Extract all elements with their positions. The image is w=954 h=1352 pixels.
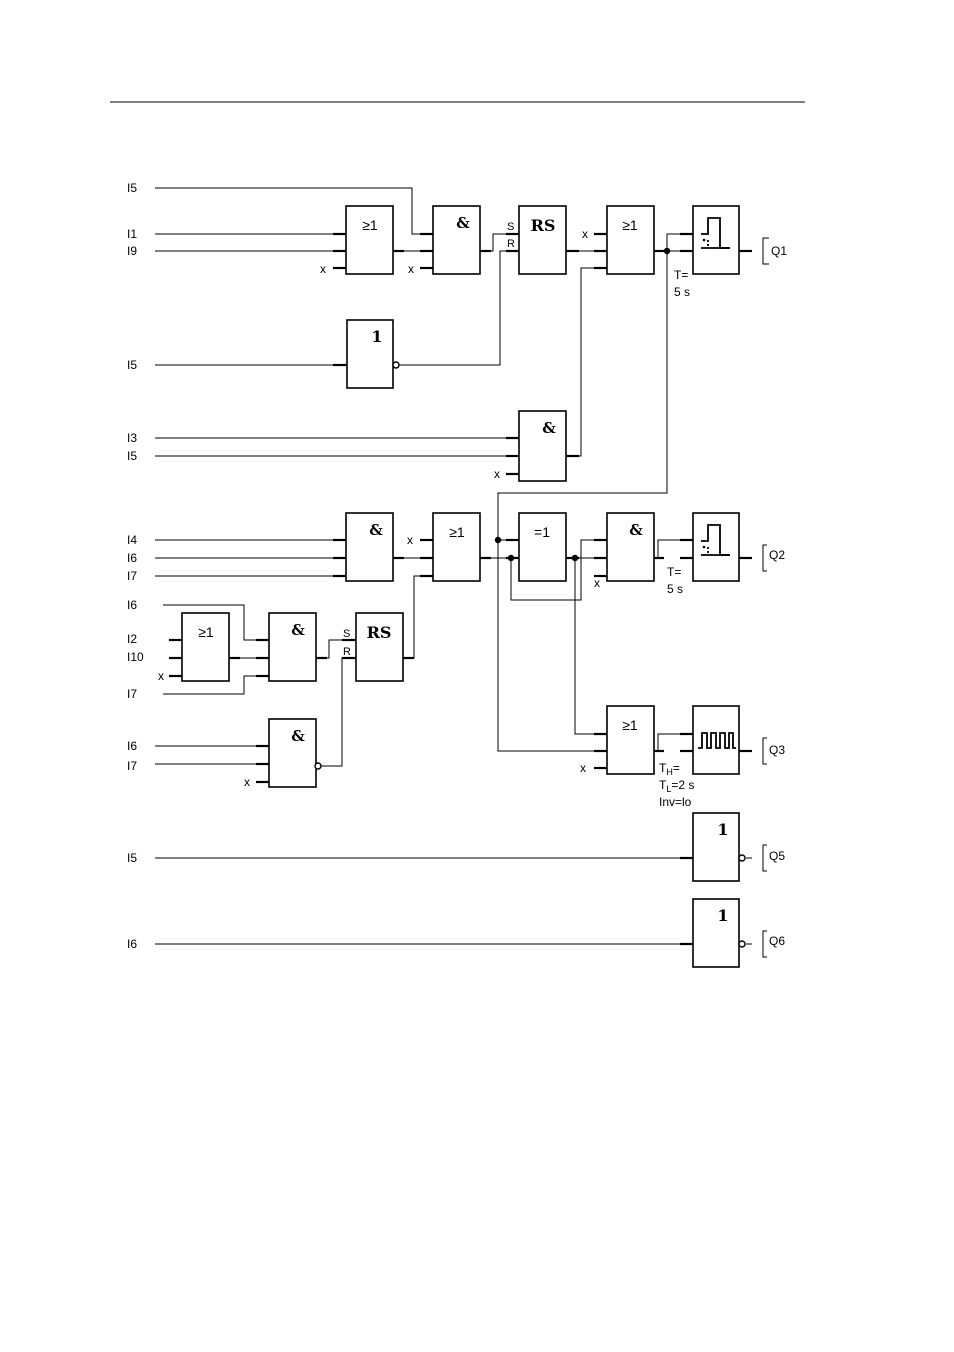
parameters: T= 5 s T= 5 s TH= TL=2 s Inv=lo (659, 268, 694, 809)
or-symbol: ≥1 (198, 624, 214, 640)
not-block-1: 1 (347, 320, 399, 388)
timer2-param-value: 5 s (667, 582, 683, 596)
rs-block-2: RS (356, 613, 403, 681)
unused-input-x: x (408, 262, 414, 276)
input-label-i3: I3 (127, 431, 137, 445)
output-label-q2: Q2 (769, 548, 785, 562)
and-block-3: & (346, 513, 393, 581)
input-label-i5: I5 (127, 358, 137, 372)
unused-input-x: x (320, 262, 326, 276)
output-label-q5: Q5 (769, 849, 785, 863)
unused-input-x: x (580, 761, 586, 775)
unused-input-x: x (582, 227, 588, 241)
unused-input-x: x (244, 775, 250, 789)
negation-circle (739, 941, 745, 947)
not-block-q6: 1 (693, 899, 745, 967)
input-label-i6: I6 (127, 551, 137, 565)
rs-symbol: RS (367, 623, 392, 642)
not-symbol: 1 (717, 906, 728, 925)
input-label-i5: I5 (127, 851, 137, 865)
or-block-3: ≥1 (433, 513, 480, 581)
output-label-q6: Q6 (769, 934, 785, 948)
or-block-2: ≥1 (607, 206, 654, 274)
and-symbol: & (291, 621, 305, 639)
xor-block: =1 (519, 513, 566, 581)
pins (169, 234, 752, 944)
set-pin-label: S (343, 628, 350, 640)
and-symbol: & (369, 521, 383, 539)
input-label-i4: I4 (127, 533, 137, 547)
or-symbol: ≥1 (622, 217, 638, 233)
pulse-param-inv: Inv=lo (659, 795, 692, 809)
or-symbol: ≥1 (449, 524, 465, 540)
unused-input-x: x (594, 576, 600, 590)
input-label-i7: I7 (127, 759, 137, 773)
output-labels: Q1 Q2 Q3 Q5 Q6 (769, 244, 787, 948)
input-label-i1: I1 (127, 227, 137, 241)
input-label-i5: I5 (127, 449, 137, 463)
input-labels: I5 I1 I9 I5 I3 I5 I4 I6 I7 I6 I2 I10 I7 … (127, 181, 144, 951)
and-symbol: & (542, 419, 556, 437)
off-delay-timer-2 (693, 513, 739, 581)
or-symbol: ≥1 (362, 217, 378, 233)
off-delay-timer-1 (693, 206, 739, 274)
unused-input-x: x (158, 669, 164, 683)
or-block-4: ≥1 (182, 613, 229, 681)
reset-pin-label: R (343, 646, 351, 658)
and-block-6: & (269, 719, 321, 787)
set-pin-label: S (507, 221, 514, 233)
pulse-param-tl: TL=2 s (659, 778, 694, 794)
junction-dot (495, 537, 501, 543)
negation-circle (739, 855, 745, 861)
and-block-1: & (433, 206, 480, 274)
unused-input-x: x (407, 533, 413, 547)
rs-symbol: RS (531, 216, 556, 235)
xor-symbol: =1 (534, 524, 550, 540)
reset-pin-label: R (507, 238, 515, 250)
input-label-i2: I2 (127, 632, 137, 646)
input-label-i9: I9 (127, 244, 137, 258)
or-symbol: ≥1 (622, 717, 638, 733)
and-symbol: & (291, 727, 305, 745)
input-label-i7: I7 (127, 687, 137, 701)
negation-circle (315, 763, 321, 769)
rs-block-1: RS (519, 206, 566, 274)
input-label-i10: I10 (127, 650, 144, 664)
timer1-param-t: T= (674, 268, 688, 282)
and-block-2: & (519, 411, 566, 481)
input-label-i7: I7 (127, 569, 137, 583)
unused-input-x: x (494, 467, 500, 481)
input-label-i6: I6 (127, 739, 137, 753)
junction-dot (508, 555, 514, 561)
output-label-q3: Q3 (769, 743, 785, 757)
or-block-1: ≥1 (346, 206, 393, 274)
timer1-param-value: 5 s (674, 285, 690, 299)
and-symbol: & (456, 214, 470, 232)
junction-dot (572, 555, 578, 561)
input-label-i5: I5 (127, 181, 137, 195)
not-symbol: 1 (717, 820, 728, 839)
pulse-param-th: TH= (659, 761, 680, 777)
input-label-i6: I6 (127, 598, 137, 612)
not-block-q5: 1 (693, 813, 745, 881)
input-label-i6: I6 (127, 937, 137, 951)
junction-dot (664, 248, 670, 254)
not-symbol: 1 (371, 327, 382, 346)
and-symbol: & (629, 521, 643, 539)
or-block-5: ≥1 (607, 706, 654, 774)
and-block-5: & (269, 613, 316, 681)
output-label-q1: Q1 (771, 244, 787, 258)
negation-circle (393, 362, 399, 368)
timer2-param-t: T= (667, 565, 681, 579)
and-block-4: & (607, 513, 654, 581)
pulse-generator (693, 706, 739, 774)
